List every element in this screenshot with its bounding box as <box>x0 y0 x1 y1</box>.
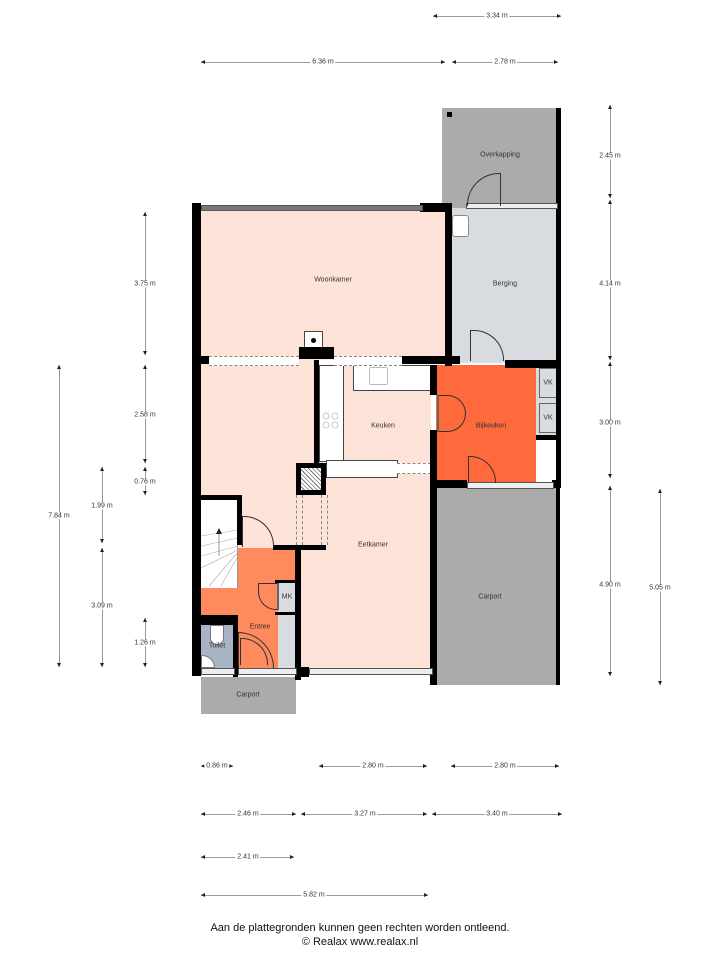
label-vk-1: VK <box>543 379 553 387</box>
dimension-label: 0.76 m <box>132 478 158 486</box>
sink-icon <box>369 367 388 385</box>
dimension-label: 1.99 m <box>89 502 115 510</box>
dimension-label: 4.14 m <box>597 280 623 288</box>
wall-mk-bottom <box>275 612 297 615</box>
opening-eetkamer-right <box>321 495 328 545</box>
label-keuken: Keuken <box>371 422 395 430</box>
kitchen-island <box>326 460 398 478</box>
window-entree-front <box>238 668 297 675</box>
door-bijkeuken-keuken[interactable] <box>437 395 466 432</box>
room-woonkamer <box>201 210 445 360</box>
wall-eetkamer-left <box>295 545 301 680</box>
dimension-label: 2.80 m <box>492 762 518 770</box>
label-entree: Entree <box>249 623 271 631</box>
wall-overkapping-corner <box>447 112 452 117</box>
wall-left-outer <box>192 203 201 676</box>
room-carport-front <box>201 677 296 714</box>
kitchen-opening <box>397 463 431 474</box>
stove-icon <box>319 410 342 432</box>
staircase <box>200 498 239 588</box>
room-side-strip <box>278 615 296 668</box>
dimension-label: 3.00 m <box>597 419 623 427</box>
wall-bijkeuken-bottom <box>437 480 467 488</box>
window-berging-rear <box>466 203 558 209</box>
dimension-line <box>608 105 612 198</box>
dimension-label: 3.09 m <box>89 602 115 610</box>
dimension-label: 2.45 m <box>597 152 623 160</box>
label-toilet: Toilet <box>208 642 226 650</box>
chimney-wall <box>299 347 334 359</box>
wall-toilet-top <box>201 615 238 625</box>
washbasin-icon <box>452 215 469 237</box>
footer-copyright: © Realax www.realax.nl <box>301 936 419 948</box>
label-overkapping: Overkapping <box>480 151 520 159</box>
wall-bijkeuken-left-lower <box>430 430 437 685</box>
window-toilet-front <box>201 668 235 675</box>
opening-woonkamer-left <box>209 356 299 366</box>
window-woonkamer-rear <box>201 205 423 211</box>
room-carport-right <box>436 488 558 685</box>
label-eetkamer: Eetkamer <box>358 541 388 549</box>
dimension-label: 5.05 m <box>647 584 673 592</box>
dimension-line <box>608 486 612 676</box>
dimension-label: 1.26 m <box>132 639 158 647</box>
label-woonkamer: Woonkamer <box>314 276 352 284</box>
dimension-label: 4.90 m <box>597 581 623 589</box>
stove-chimney <box>304 331 323 349</box>
dimension-label: 2.80 m <box>360 762 386 770</box>
label-mk: MK <box>281 593 293 601</box>
dimension-label: 2.78 m <box>492 58 518 66</box>
wall-woonkamer-top-end <box>420 203 451 212</box>
wall-toilet-right <box>233 615 238 677</box>
label-carport-front: Carport <box>236 691 260 699</box>
dimension-label: 3.34 m <box>484 12 510 20</box>
window-eetkamer-front <box>309 668 433 675</box>
dimension-label: 7.84 m <box>46 512 72 520</box>
label-berging: Berging <box>492 280 518 288</box>
wall-right-outer-upper <box>556 108 561 488</box>
room-eetkamer <box>300 475 431 670</box>
wall-vk-separator <box>536 435 560 440</box>
label-carport-right: Carport <box>478 593 502 601</box>
dimension-label: 2.58 m <box>132 411 158 419</box>
dimension-label: 6.36 m <box>310 58 336 66</box>
window-bijkeuken-front <box>467 482 554 489</box>
footer-disclaimer: Aan de plattegronden kunnen geen rechten… <box>210 922 510 934</box>
wall-stair-right <box>237 495 242 545</box>
room-mk <box>278 582 296 612</box>
dimension-label: 3.27 m <box>352 810 378 818</box>
wall-kitchen-bijkeuken <box>430 365 437 395</box>
dimension-label: 3.75 m <box>132 280 158 288</box>
wall-bijkeuken-bottom-right <box>552 480 560 488</box>
wall-berging-left <box>445 203 452 366</box>
wall-right-outer-lower <box>556 488 560 685</box>
stairs-icon <box>200 528 239 587</box>
wall-kitchen-left <box>314 360 319 465</box>
kitchen-counter-top <box>353 365 433 391</box>
wall-mid-horizontal-right <box>402 356 460 364</box>
wall-berging-bottom <box>505 360 560 368</box>
label-bijkeuken: Bijkeuken <box>475 422 507 430</box>
dimension-line <box>608 200 612 360</box>
wall-mk <box>275 580 297 583</box>
kitchen-counter-left <box>319 365 344 462</box>
wall-stair-top <box>201 495 241 500</box>
dimension-label: 2.41 m <box>235 853 261 861</box>
wall-mid-horizontal-left <box>201 356 209 364</box>
label-vk-2: VK <box>543 414 553 422</box>
opening-eetkamer-left <box>296 495 303 545</box>
wall-bottom-node <box>295 667 309 677</box>
shaft-hatch-icon <box>301 468 321 490</box>
dimension-label: 3.40 m <box>484 810 510 818</box>
dimension-label: 5.82 m <box>301 891 327 899</box>
opening-woonkamer-right <box>334 356 402 366</box>
dimension-label: 2.46 m <box>235 810 261 818</box>
dimension-label: 0.86 m <box>204 762 230 770</box>
toilet-icon <box>210 625 224 645</box>
